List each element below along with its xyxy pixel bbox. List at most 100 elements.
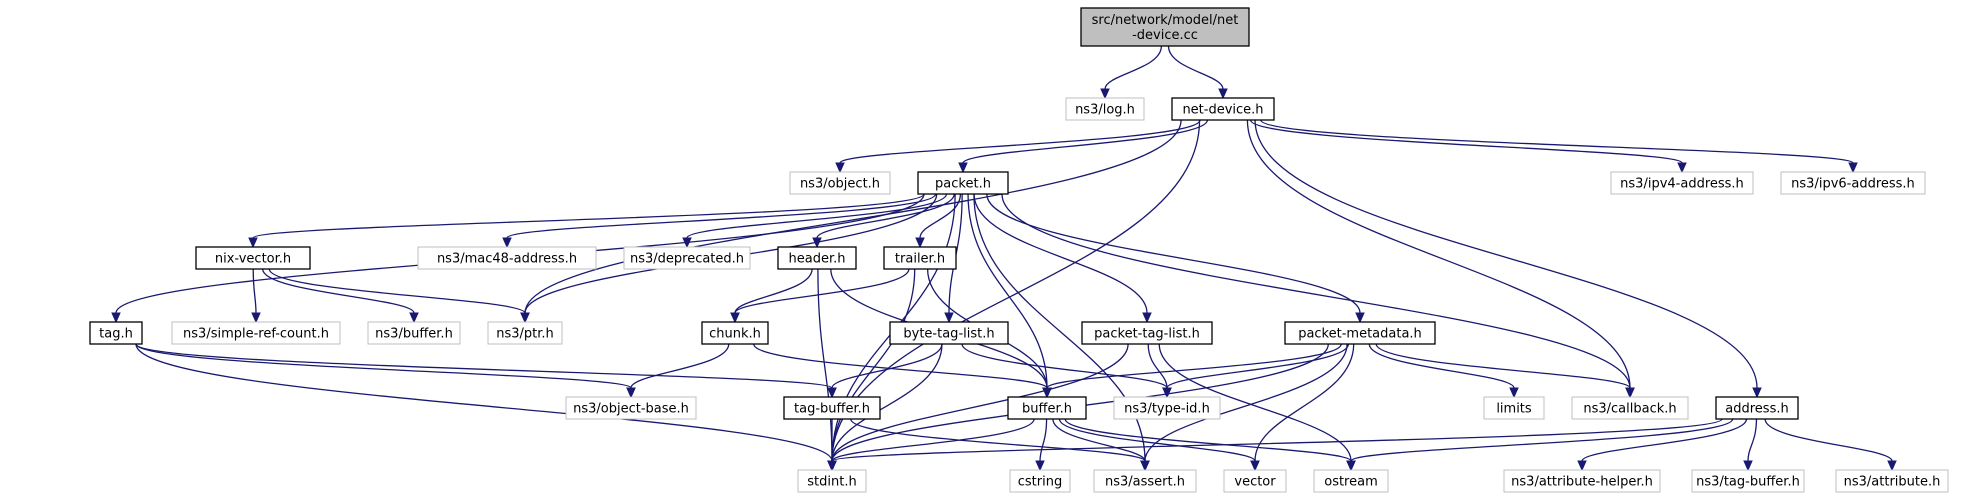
node-label: chunk.h (709, 327, 761, 342)
node-chunk[interactable]: chunk.h (701, 321, 769, 345)
node-box (1284, 321, 1436, 345)
edge-line (1167, 45, 1224, 90)
node-buffer[interactable]: buffer.h (1007, 396, 1087, 420)
edges-layer (111, 45, 1897, 472)
node-label: nix-vector.h (215, 252, 291, 267)
edge-arrowhead (626, 387, 636, 399)
edge-tag-to-objectbase (135, 343, 636, 399)
edge-address-to-stdint (827, 418, 1723, 472)
edge-line (1254, 119, 1758, 389)
edge-line (831, 418, 1035, 462)
node-header[interactable]: header.h (777, 246, 857, 270)
edge-arrowhead (1625, 387, 1635, 399)
edge-line (839, 119, 1201, 164)
edge-line (1254, 343, 1355, 462)
node-callback: ns3/callback.h (1571, 396, 1689, 420)
edge-buffer-to-vector (1058, 418, 1260, 472)
edge-arrowhead (827, 387, 837, 399)
edge-arrowhead (1509, 387, 1519, 399)
edge-buffer-to-assert (1052, 418, 1150, 472)
node-box (1009, 469, 1071, 493)
edge-netdevice-to-ptr (520, 119, 1182, 324)
edge-address-to-attribute (1764, 418, 1897, 472)
edge-line (1058, 418, 1256, 462)
node-packetmetadata[interactable]: packet-metadata.h (1284, 321, 1436, 345)
node-label: ns3/ipv6-address.h (1791, 177, 1915, 192)
node-box (1835, 469, 1949, 493)
edge-line (831, 343, 943, 389)
node-box (623, 246, 751, 270)
node-box (1080, 7, 1250, 47)
node-box (783, 396, 881, 420)
node-box (1483, 396, 1545, 420)
node-tag[interactable]: tag.h (89, 321, 143, 345)
edge-line (1039, 418, 1048, 462)
edge-arrowhead (1752, 387, 1762, 399)
node-root[interactable]: src/network/model/net-device.cc (1080, 7, 1250, 47)
node-label: ns3/simple-ref-count.h (183, 327, 329, 342)
node-cstring: cstring (1009, 469, 1071, 493)
edge-line (252, 268, 257, 314)
node-label: ns3/mac48-address.h (437, 252, 577, 267)
node-ostream: ostream (1313, 469, 1389, 493)
node-label: packet-tag-list.h (1094, 327, 1200, 342)
edge-chunk-to-objectbase (626, 343, 730, 399)
edge-arrowhead (1355, 312, 1365, 324)
node-box (1223, 469, 1287, 493)
edge-bytetaglist-to-tagbuffer (827, 343, 943, 399)
edge-nixvector-to-ns3buffer (262, 268, 419, 324)
edge-line (1158, 343, 1352, 462)
node-objectbase: ns3/object-base.h (565, 396, 697, 420)
node-typeid: ns3/type-id.h (1113, 396, 1221, 420)
edge-arrowhead (520, 312, 530, 324)
edge-arrowhead (835, 162, 845, 174)
node-address[interactable]: address.h (1715, 396, 1799, 420)
node-trailer[interactable]: trailer.h (883, 246, 957, 270)
node-object: ns3/object.h (789, 171, 891, 195)
node-box (367, 321, 461, 345)
node-label: packet.h (935, 177, 991, 192)
edge-line (135, 343, 632, 389)
node-label: packet-metadata.h (1298, 327, 1422, 342)
node-box (777, 246, 857, 270)
node-label: vector (1234, 475, 1276, 490)
edge-line (831, 343, 1129, 462)
edge-packet-to-nixvector (248, 193, 925, 249)
edge-arrowhead (502, 237, 512, 249)
edge-arrowhead (958, 162, 968, 174)
edge-netdevice-to-ipv4 (1249, 119, 1687, 174)
node-packet[interactable]: packet.h (917, 171, 1009, 195)
node-label: tag-buffer.h (794, 402, 870, 417)
edge-root-to-log (1100, 45, 1163, 100)
node-box (1093, 469, 1197, 493)
node-mac48: ns3/mac48-address.h (417, 246, 597, 270)
node-box (1113, 396, 1221, 420)
edge-packet-to-callback (1001, 193, 1635, 399)
edge-arrowhead (111, 312, 121, 324)
node-label: stdint.h (807, 475, 856, 490)
edge-arrowhead (1346, 460, 1356, 472)
node-netdevice[interactable]: net-device.h (1171, 97, 1275, 121)
edge-netdevice-to-packet (958, 119, 1209, 174)
edge-line (973, 193, 1148, 314)
edge-header-to-chunk (730, 268, 813, 324)
edge-address-to-attrhelper (1577, 418, 1748, 472)
edge-line (734, 268, 813, 314)
edge-arrowhead (1142, 312, 1152, 324)
node-box (1081, 321, 1213, 345)
node-box (789, 171, 891, 195)
edge-line (831, 418, 1723, 462)
node-label: ns3/ipv4-address.h (1620, 177, 1744, 192)
node-label: ostream (1324, 475, 1378, 490)
node-nixvector[interactable]: nix-vector.h (195, 246, 311, 270)
node-bytetaglist[interactable]: byte-tag-list.h (889, 321, 1009, 345)
node-packettaglist[interactable]: packet-tag-list.h (1081, 321, 1213, 345)
edge-root-to-netdevice (1167, 45, 1228, 100)
edge-tag-to-tagbuffer (135, 343, 837, 399)
edge-packetmetadata-to-typeid (1162, 343, 1350, 399)
node-label: address.h (1725, 402, 1788, 417)
node-tagbuffer[interactable]: tag-buffer.h (783, 396, 881, 420)
node-label: ns3/attribute-helper.h (1511, 475, 1653, 490)
edge-arrowhead (1848, 162, 1858, 174)
edge-packet-to-packettaglist (973, 193, 1152, 324)
